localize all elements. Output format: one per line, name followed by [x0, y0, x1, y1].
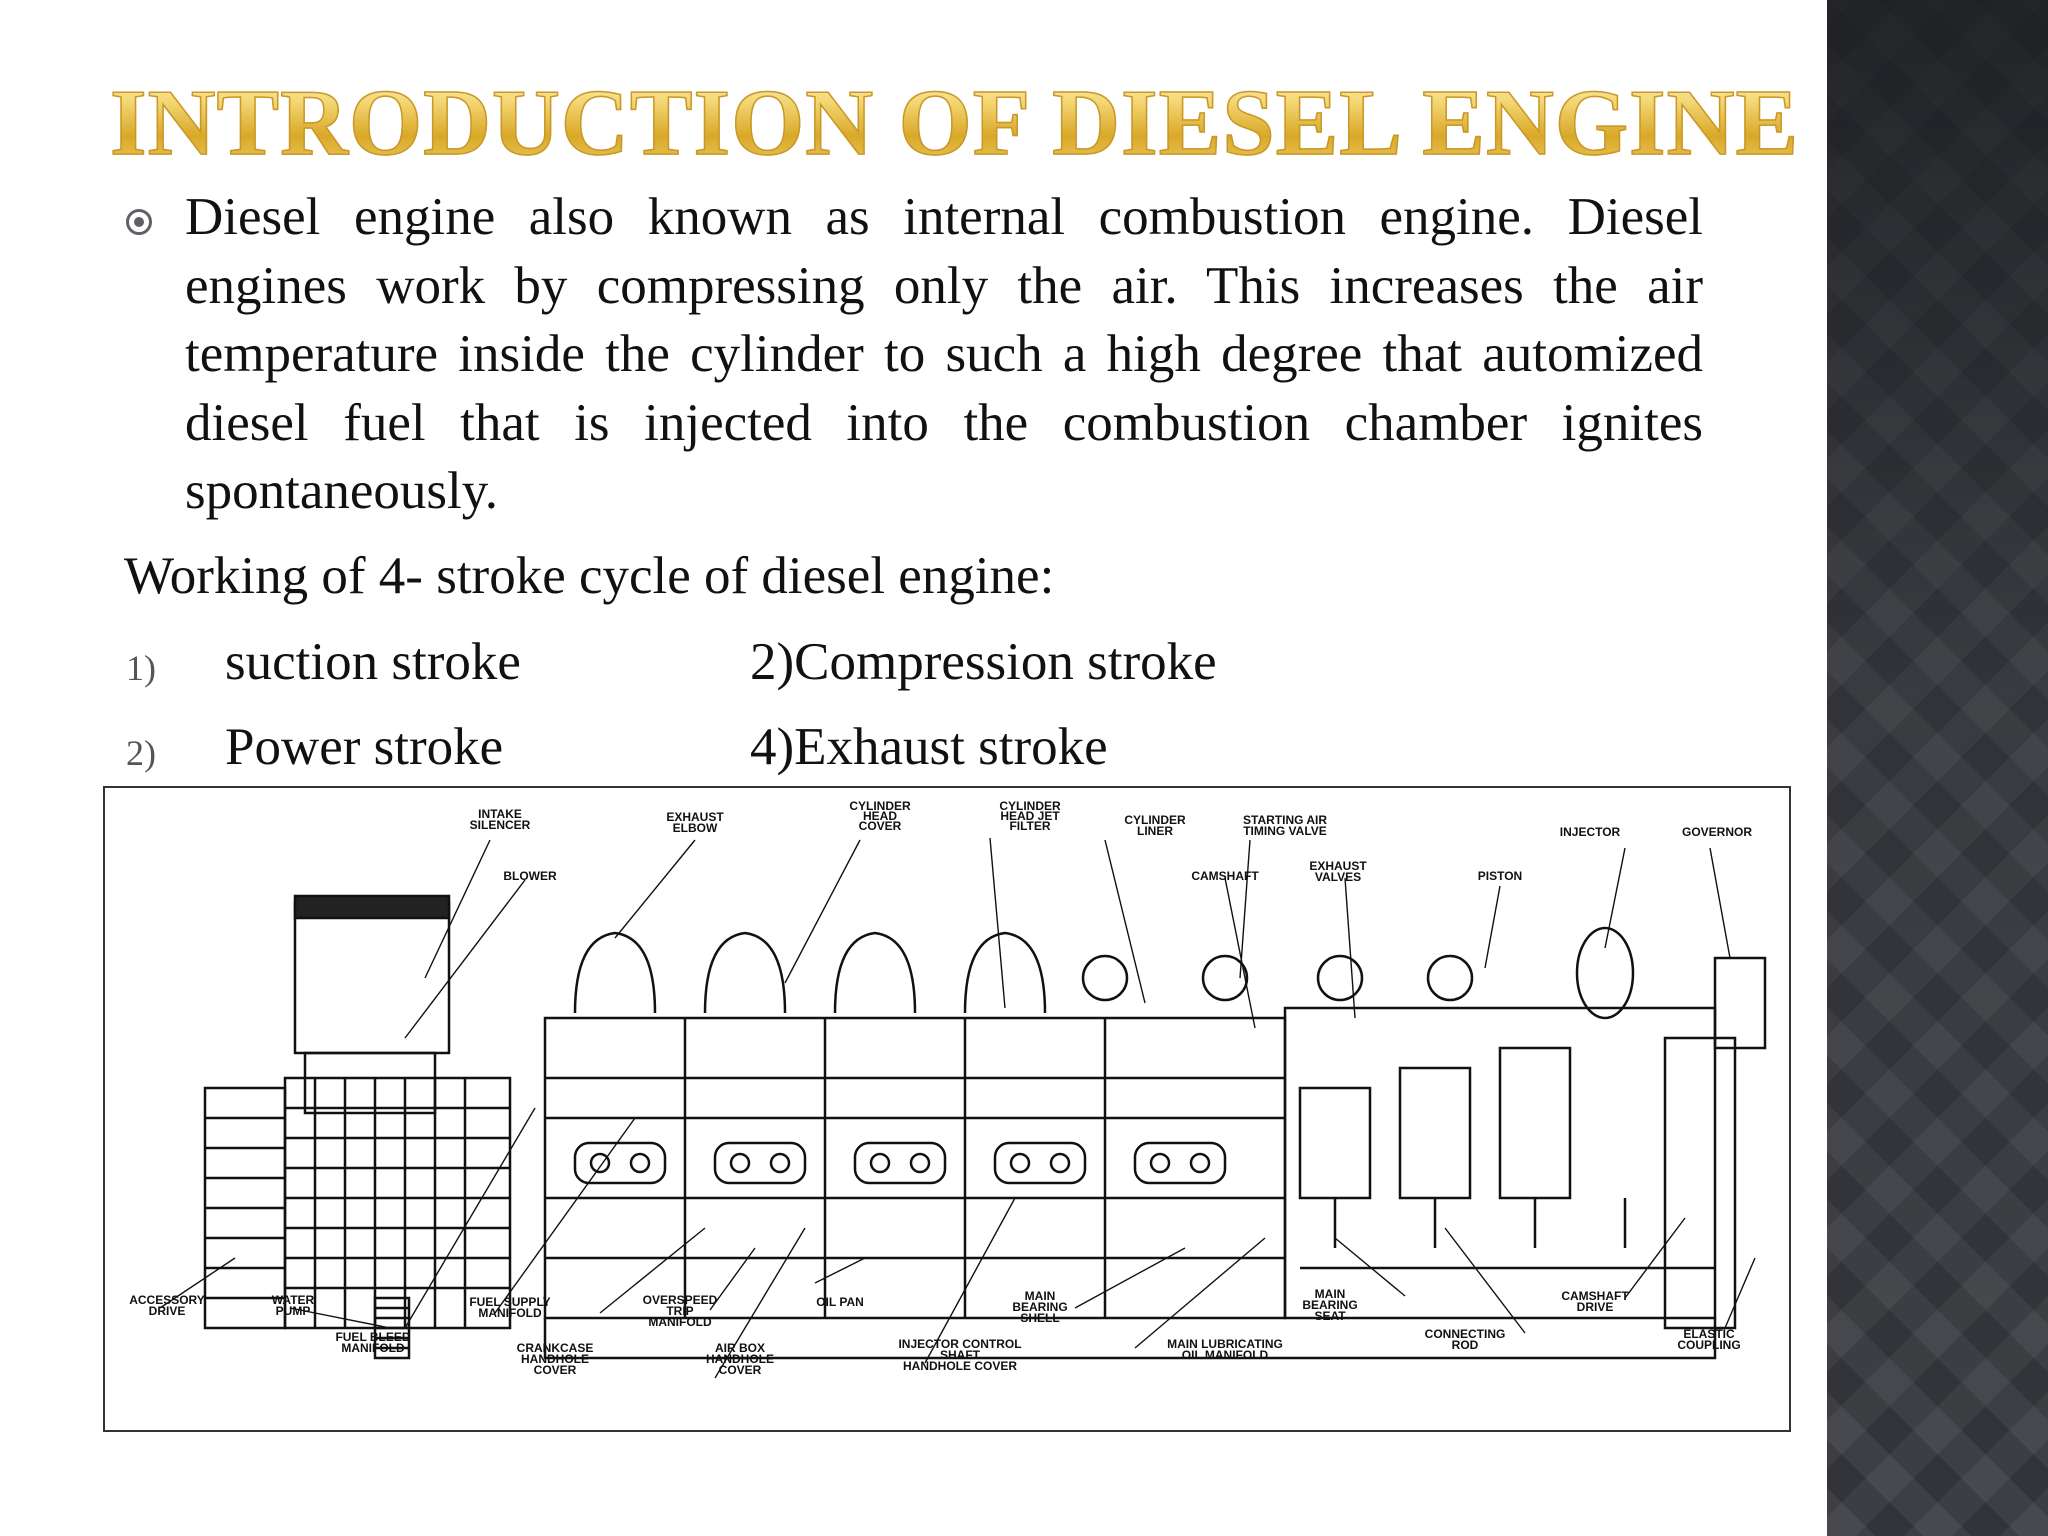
bullet-paragraph: Diesel engine also known as internal com…	[185, 188, 1703, 520]
list-number: 1)	[126, 648, 156, 688]
slide-title: INTRODUCTION OF DIESEL ENGINE	[109, 68, 1799, 178]
stroke-left: Power stroke	[225, 718, 504, 776]
label-oil-pan: OIL PAN	[816, 1295, 864, 1309]
label-governor: GOVERNOR	[1682, 825, 1752, 839]
label-blower: BLOWER	[503, 869, 557, 883]
stroke-left: suction stroke	[225, 633, 521, 691]
slide-sidebar-decoration	[1827, 0, 2048, 1536]
stroke-row: 1) suction stroke 2)Compression stroke	[0, 630, 1400, 694]
subheading: Working of 4- stroke cycle of diesel eng…	[124, 547, 1055, 605]
stroke-right: 2)Compression stroke	[750, 633, 1217, 691]
stroke-row: 2) Power stroke 4)Exhaust stroke	[0, 715, 1400, 779]
list-number: 2)	[126, 733, 156, 773]
label-piston: PISTON	[1478, 869, 1522, 883]
label-injector: INJECTOR	[1560, 825, 1621, 839]
stroke-right: 4)Exhaust stroke	[750, 718, 1108, 776]
bullet-circle-icon	[126, 209, 152, 235]
label-camshaft: CAMSHAFT	[1191, 869, 1259, 883]
